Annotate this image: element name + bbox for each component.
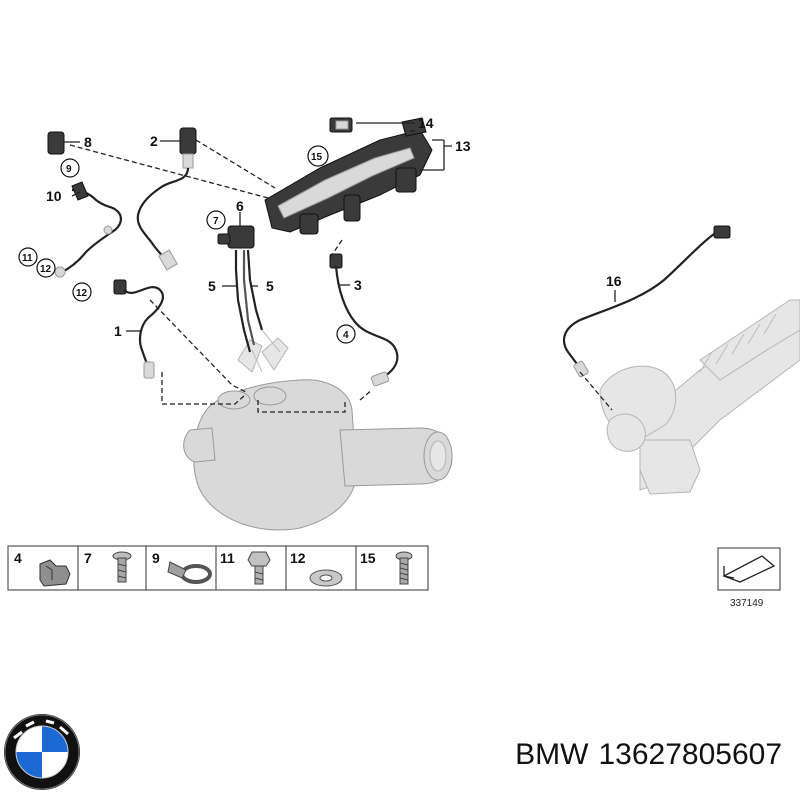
intake-manifold: [599, 299, 800, 495]
callout-8: 8: [84, 134, 92, 150]
legend-label-11: 11: [220, 550, 235, 566]
callout-circle-12a: [36, 258, 56, 278]
connector-14: [329, 117, 353, 133]
legend-washer-icon: [309, 569, 343, 587]
callout-14: 14: [418, 115, 434, 131]
sensor-8-group: [47, 131, 122, 278]
callout-circle-11: [18, 247, 38, 267]
exhaust-sensor-2: [136, 127, 197, 271]
callout-circle-4: [336, 324, 356, 344]
callout-2: 2: [150, 133, 158, 149]
legend-screw-icon: [112, 551, 132, 583]
callout-7: 7: [213, 216, 219, 227]
callout-circle-15: [307, 145, 329, 167]
legend-label-7: 7: [84, 550, 92, 566]
callout-15: 15: [311, 152, 323, 163]
temperature-sensor-3: [329, 253, 399, 387]
legend-label-9: 9: [152, 550, 160, 566]
legend-label-4: 4: [14, 550, 22, 566]
callout-5a: 5: [208, 278, 216, 294]
legend-hose-clamp-icon: [167, 561, 212, 584]
callout-12a: 12: [40, 264, 52, 275]
brand-name: BMW: [515, 738, 589, 771]
legend-screw-15-icon: [395, 551, 413, 585]
callout-6: 6: [236, 198, 244, 214]
legend-bolt-icon: [247, 551, 271, 585]
dashed-connectors: [69, 139, 613, 413]
callout-9: 9: [66, 164, 72, 175]
sensor-bracket: [264, 117, 433, 235]
parts-legend: 4 7 9 11 12 15: [7, 545, 429, 591]
callout-13: 13: [455, 138, 471, 154]
callout-5b: 5: [266, 278, 274, 294]
callout-11: 11: [22, 253, 33, 264]
reference-arrow-icon: [722, 555, 776, 583]
callout-4: 4: [343, 330, 349, 341]
pressure-sensor-6: [217, 225, 281, 373]
part-number: 13627805607: [598, 738, 782, 771]
legend-clip-icon: [39, 559, 71, 587]
temperature-sensor-16: [562, 225, 731, 378]
reference-number: 337149: [730, 598, 764, 609]
leader-lines: [64, 122, 616, 332]
callout-circle-12b: [72, 282, 92, 302]
callout-16: 16: [606, 273, 622, 289]
callout-12b: 12: [76, 288, 88, 299]
particulate-filter: [183, 337, 453, 531]
bmw-logo: [4, 714, 80, 790]
callout-circle-7: [206, 210, 226, 230]
reference-box: 337149: [717, 547, 781, 609]
callout-1: 1: [114, 323, 122, 339]
legend-label-12: 12: [290, 550, 306, 566]
part-caption: BMW 13627805607: [515, 738, 782, 772]
callout-circle-9: [60, 158, 80, 178]
temperature-sensor-1: [113, 279, 164, 379]
legend-label-15: 15: [360, 550, 376, 566]
callout-3: 3: [354, 277, 362, 293]
callout-10: 10: [46, 188, 62, 204]
callouts: 8 9 10 2 11 12 12 1 7 6 5 5 15 14 13 3 4…: [18, 115, 622, 344]
